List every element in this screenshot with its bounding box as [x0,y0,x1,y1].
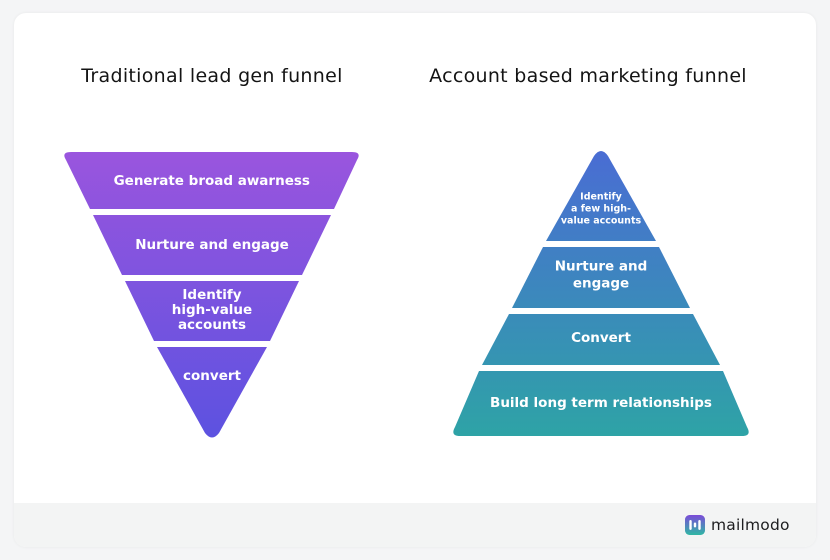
traditional-stage-4-label: convert [183,368,242,384]
abm-stage-4-label: Build long term relationships [490,395,712,411]
abm-stage-3-label: Convert [571,330,631,346]
traditional-stage-1-label: Generate broad awarness [114,173,310,189]
abm-stage-3 [482,314,720,365]
traditional-stage-2 [93,215,331,275]
abm-stage-2-label: Nurture and [555,259,648,275]
traditional-stage-2-label: Nurture and engage [135,237,289,253]
abm-stage-2-label: engage [573,276,629,292]
footer-bar [14,503,816,547]
abm-funnel-title: Account based marketing funnel [429,65,747,87]
traditional-stage-3 [125,281,299,341]
traditional-stage-4 [157,347,267,438]
abm-stage-4 [453,371,749,436]
traditional-stage-1 [64,152,359,209]
brand-name: mailmodo [711,516,790,534]
abm-stage-2 [512,247,690,308]
diagram-card [14,13,816,547]
abm-stage-1-label: a few high- [571,204,631,215]
traditional-stage-3-label: Identify [182,287,241,303]
brand-logo: mailmodo [685,514,790,536]
abm-stage-1 [546,151,656,241]
abm-stage-1-label: Identify [580,192,622,203]
traditional-funnel-title: Traditional lead gen funnel [81,65,343,87]
traditional-stage-3-label: accounts [178,317,246,333]
abm-stage-1-label: value accounts [561,216,642,227]
mailmodo-logo-icon [685,515,705,535]
traditional-stage-3-label: high-value [172,302,252,318]
